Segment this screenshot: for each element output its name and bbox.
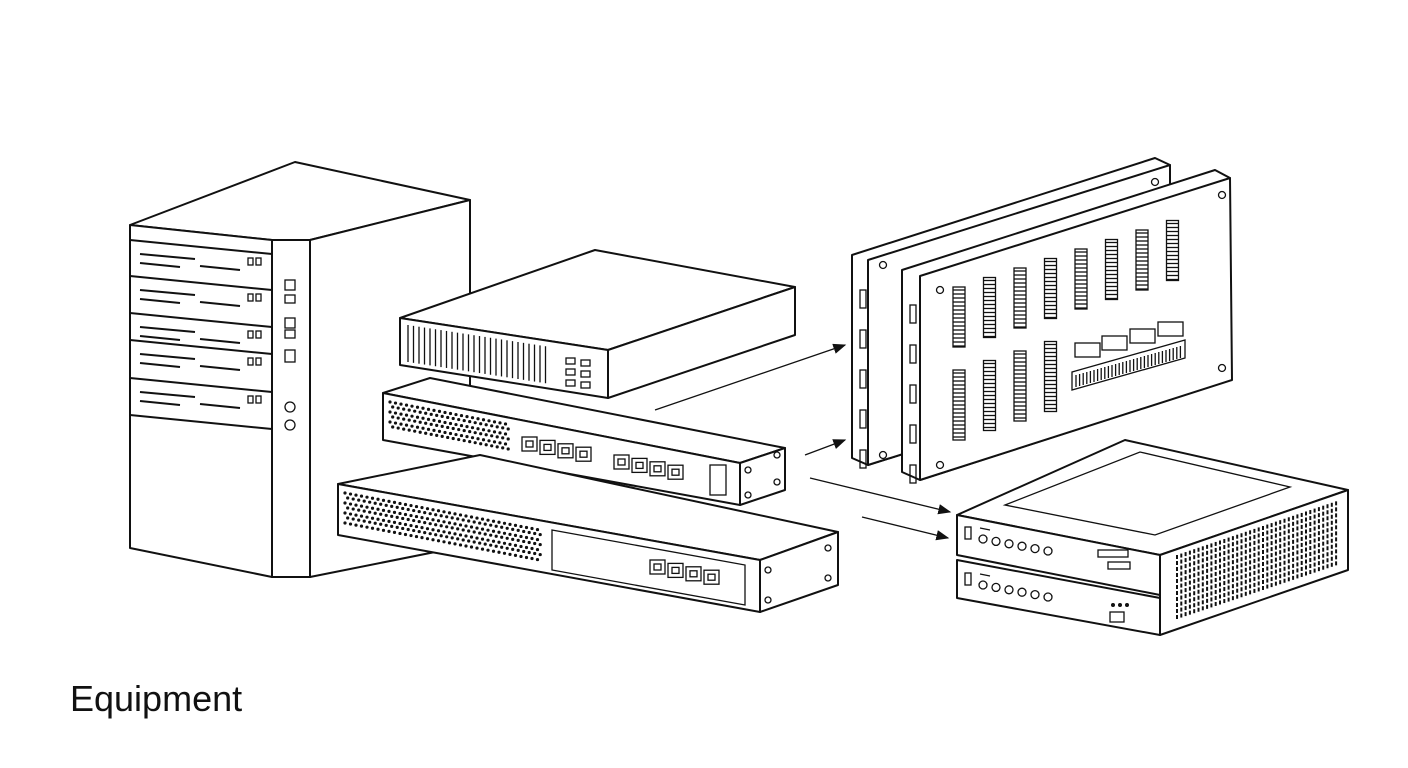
rack-switch — [337, 454, 839, 613]
network-appliance — [399, 249, 796, 399]
circuit-boards — [851, 157, 1233, 484]
stacked-servers — [956, 439, 1349, 636]
connection-arrows — [654, 343, 952, 541]
network-switch — [382, 377, 786, 506]
tower-side-indicators — [284, 279, 296, 431]
caption: Equipment — [70, 678, 243, 719]
